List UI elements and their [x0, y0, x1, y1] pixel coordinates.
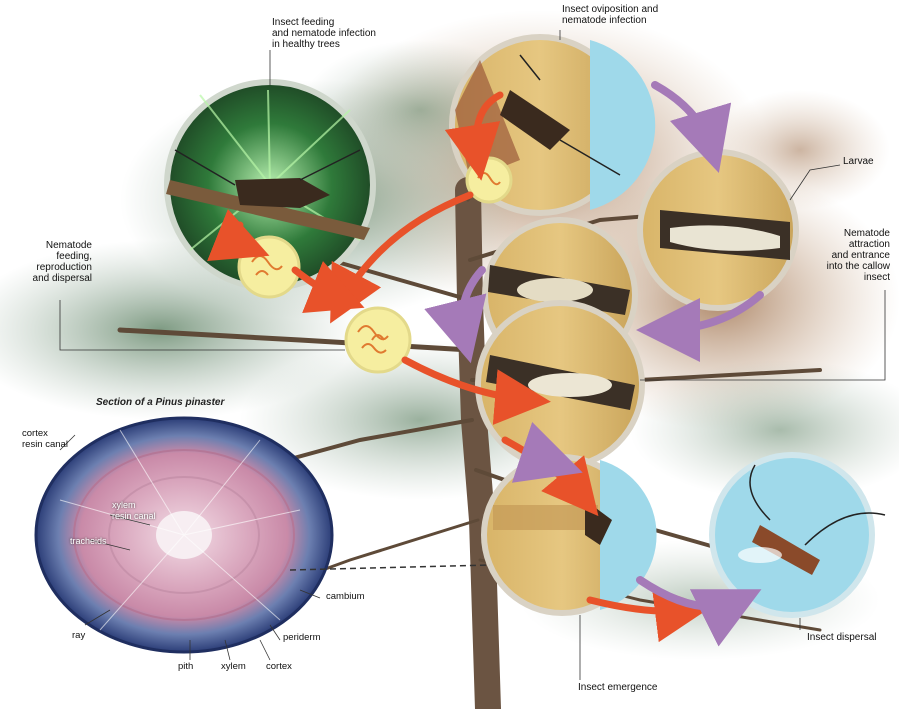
label-insect-feeding: Insect feeding and nematode infection in… [272, 17, 376, 50]
label-cortex: cortex [266, 661, 292, 672]
label-ray: ray [72, 630, 85, 641]
label-xylem-resin-canal: xylem resin canal [112, 500, 156, 522]
circle-larvae [640, 152, 796, 308]
pine-section [36, 418, 332, 652]
label-cortex-resin-canal: cortex resin canal [22, 428, 68, 450]
label-cambium: cambium [326, 591, 365, 602]
label-section-title: Section of a Pinus pinaster [96, 397, 224, 408]
nematode-circle-3 [346, 308, 410, 372]
nematode-circle-1 [467, 158, 511, 202]
label-nematode-attraction: Nematode attraction and entrance into th… [812, 228, 890, 283]
label-insect-emergence: Insect emergence [578, 682, 658, 693]
label-pith: pith [178, 661, 193, 672]
label-larvae: Larvae [843, 156, 874, 167]
label-periderm: periderm [283, 632, 321, 643]
label-tracheids: tracheids [70, 536, 107, 547]
label-insect-dispersal: Insect dispersal [807, 632, 876, 643]
label-xylem: xylem [221, 661, 246, 672]
label-nematode-feeding: Nematode feeding, reproduction and dispe… [0, 240, 92, 284]
label-insect-oviposition: Insect oviposition and nematode infectio… [562, 4, 658, 26]
